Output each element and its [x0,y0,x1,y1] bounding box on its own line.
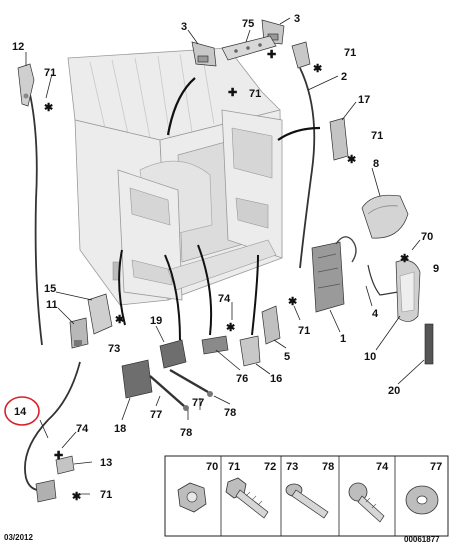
leader-lines [25,17,425,495]
callout-1: 1 [340,333,346,345]
svg-text:✱: ✱ [288,296,297,308]
callout-4: 4 [372,308,379,320]
svg-text:✚: ✚ [228,87,237,99]
callout-71: 71 [44,67,56,79]
svg-text:✱: ✱ [44,102,53,114]
part-17-bracket [329,117,349,161]
svg-text:✱: ✱ [347,154,356,166]
callout-5: 5 [284,351,290,363]
callout-18: 18 [114,423,126,435]
part-19-door-check [159,339,187,369]
callout-9: 9 [433,263,439,275]
svg-text:✱: ✱ [115,314,124,326]
svg-text:✚: ✚ [54,450,63,462]
highlight-circle-14 [4,396,40,426]
part-14-lower-cable-end [35,479,57,503]
callout-17: 17 [358,94,370,106]
part-3-upper-hinge-left [191,41,217,67]
part-9-interior-handle [395,260,421,322]
callout-13: 13 [100,457,112,469]
callout-71: 71 [298,325,310,337]
part-18-door-check-block [121,359,153,399]
svg-text:✚: ✚ [267,49,276,61]
legend-header-72: 72 [264,461,276,473]
part-77-78-bolts [149,368,213,411]
callout-78: 78 [224,407,236,419]
callout-19: 19 [150,315,162,327]
callout-15: 15 [44,283,56,295]
callout-8: 8 [373,158,379,170]
footer-ref: 00061877 [404,535,440,544]
asterisk-markers: ✱ ✚ ✚ ✱ ✱ ✱ ✱ ✱ ✱ ✚ ✱ [44,49,409,503]
part-2-upper-latch [291,41,311,69]
hex-bolt-icon [225,477,269,519]
callout-14: 14 [14,406,27,418]
part-1-lock-mechanism [311,236,357,313]
washer-icon [405,485,439,515]
callout-20: 20 [388,385,400,397]
callout-77: 77 [150,409,162,421]
legend-header-74: 74 [376,461,389,473]
callout-3: 3 [294,13,300,25]
cable-runs [23,67,399,492]
legend-header-78: 78 [322,461,334,473]
part-75-hinge-plate [221,35,277,61]
fastener-legend: 70 71 72 73 78 74 77 [164,455,449,537]
part-16-angle-bracket [239,335,261,367]
callout-71: 71 [371,130,383,142]
callout-74: 74 [218,293,231,305]
callout-73: 73 [108,343,120,355]
callout-75: 75 [242,18,254,30]
part-5-lower-bracket [261,305,281,345]
torx-screw-icon [348,482,385,523]
callout-71: 71 [249,88,261,100]
part-11-hinge-pin-block [69,317,89,349]
flange-bolt-icon [285,483,329,519]
callout-11: 11 [46,299,58,311]
legend-header-77: 77 [430,461,442,473]
callout-2: 2 [341,71,347,83]
callout-71: 71 [100,489,112,501]
callout-70: 70 [421,231,433,243]
svg-text:✱: ✱ [313,63,322,75]
legend-header-71: 71 [228,461,240,473]
callout-3: 3 [181,21,187,33]
callout-12: 12 [12,41,24,53]
legend-header-70: 70 [206,461,218,473]
callout-76: 76 [236,373,248,385]
part-20-seal-strip [424,323,434,365]
callout-74: 74 [76,423,89,435]
part-13-cable-clip [55,455,75,475]
callout-10: 10 [364,351,376,363]
callout-77: 77 [192,397,204,409]
van-rear-body-illustration [67,47,283,306]
svg-text:✱: ✱ [400,253,409,265]
footer-date: 03/2012 [4,533,33,542]
callout-71: 71 [344,47,356,59]
part-8-exterior-handle [361,194,409,239]
callout-16: 16 [270,373,282,385]
svg-text:✱: ✱ [226,322,235,334]
svg-text:✱: ✱ [72,491,81,503]
part-15-lower-hinge-bracket [87,293,113,335]
part-12-upper-cable-end [17,63,35,107]
legend-header-73: 73 [286,461,298,473]
hex-nut-icon [177,482,207,513]
callout-labels: 12 71 3 75 3 71 2 71 17 71 8 70 9 15 11 … [12,13,439,501]
part-76-small-plate [201,335,229,355]
callout-78: 78 [180,427,192,439]
